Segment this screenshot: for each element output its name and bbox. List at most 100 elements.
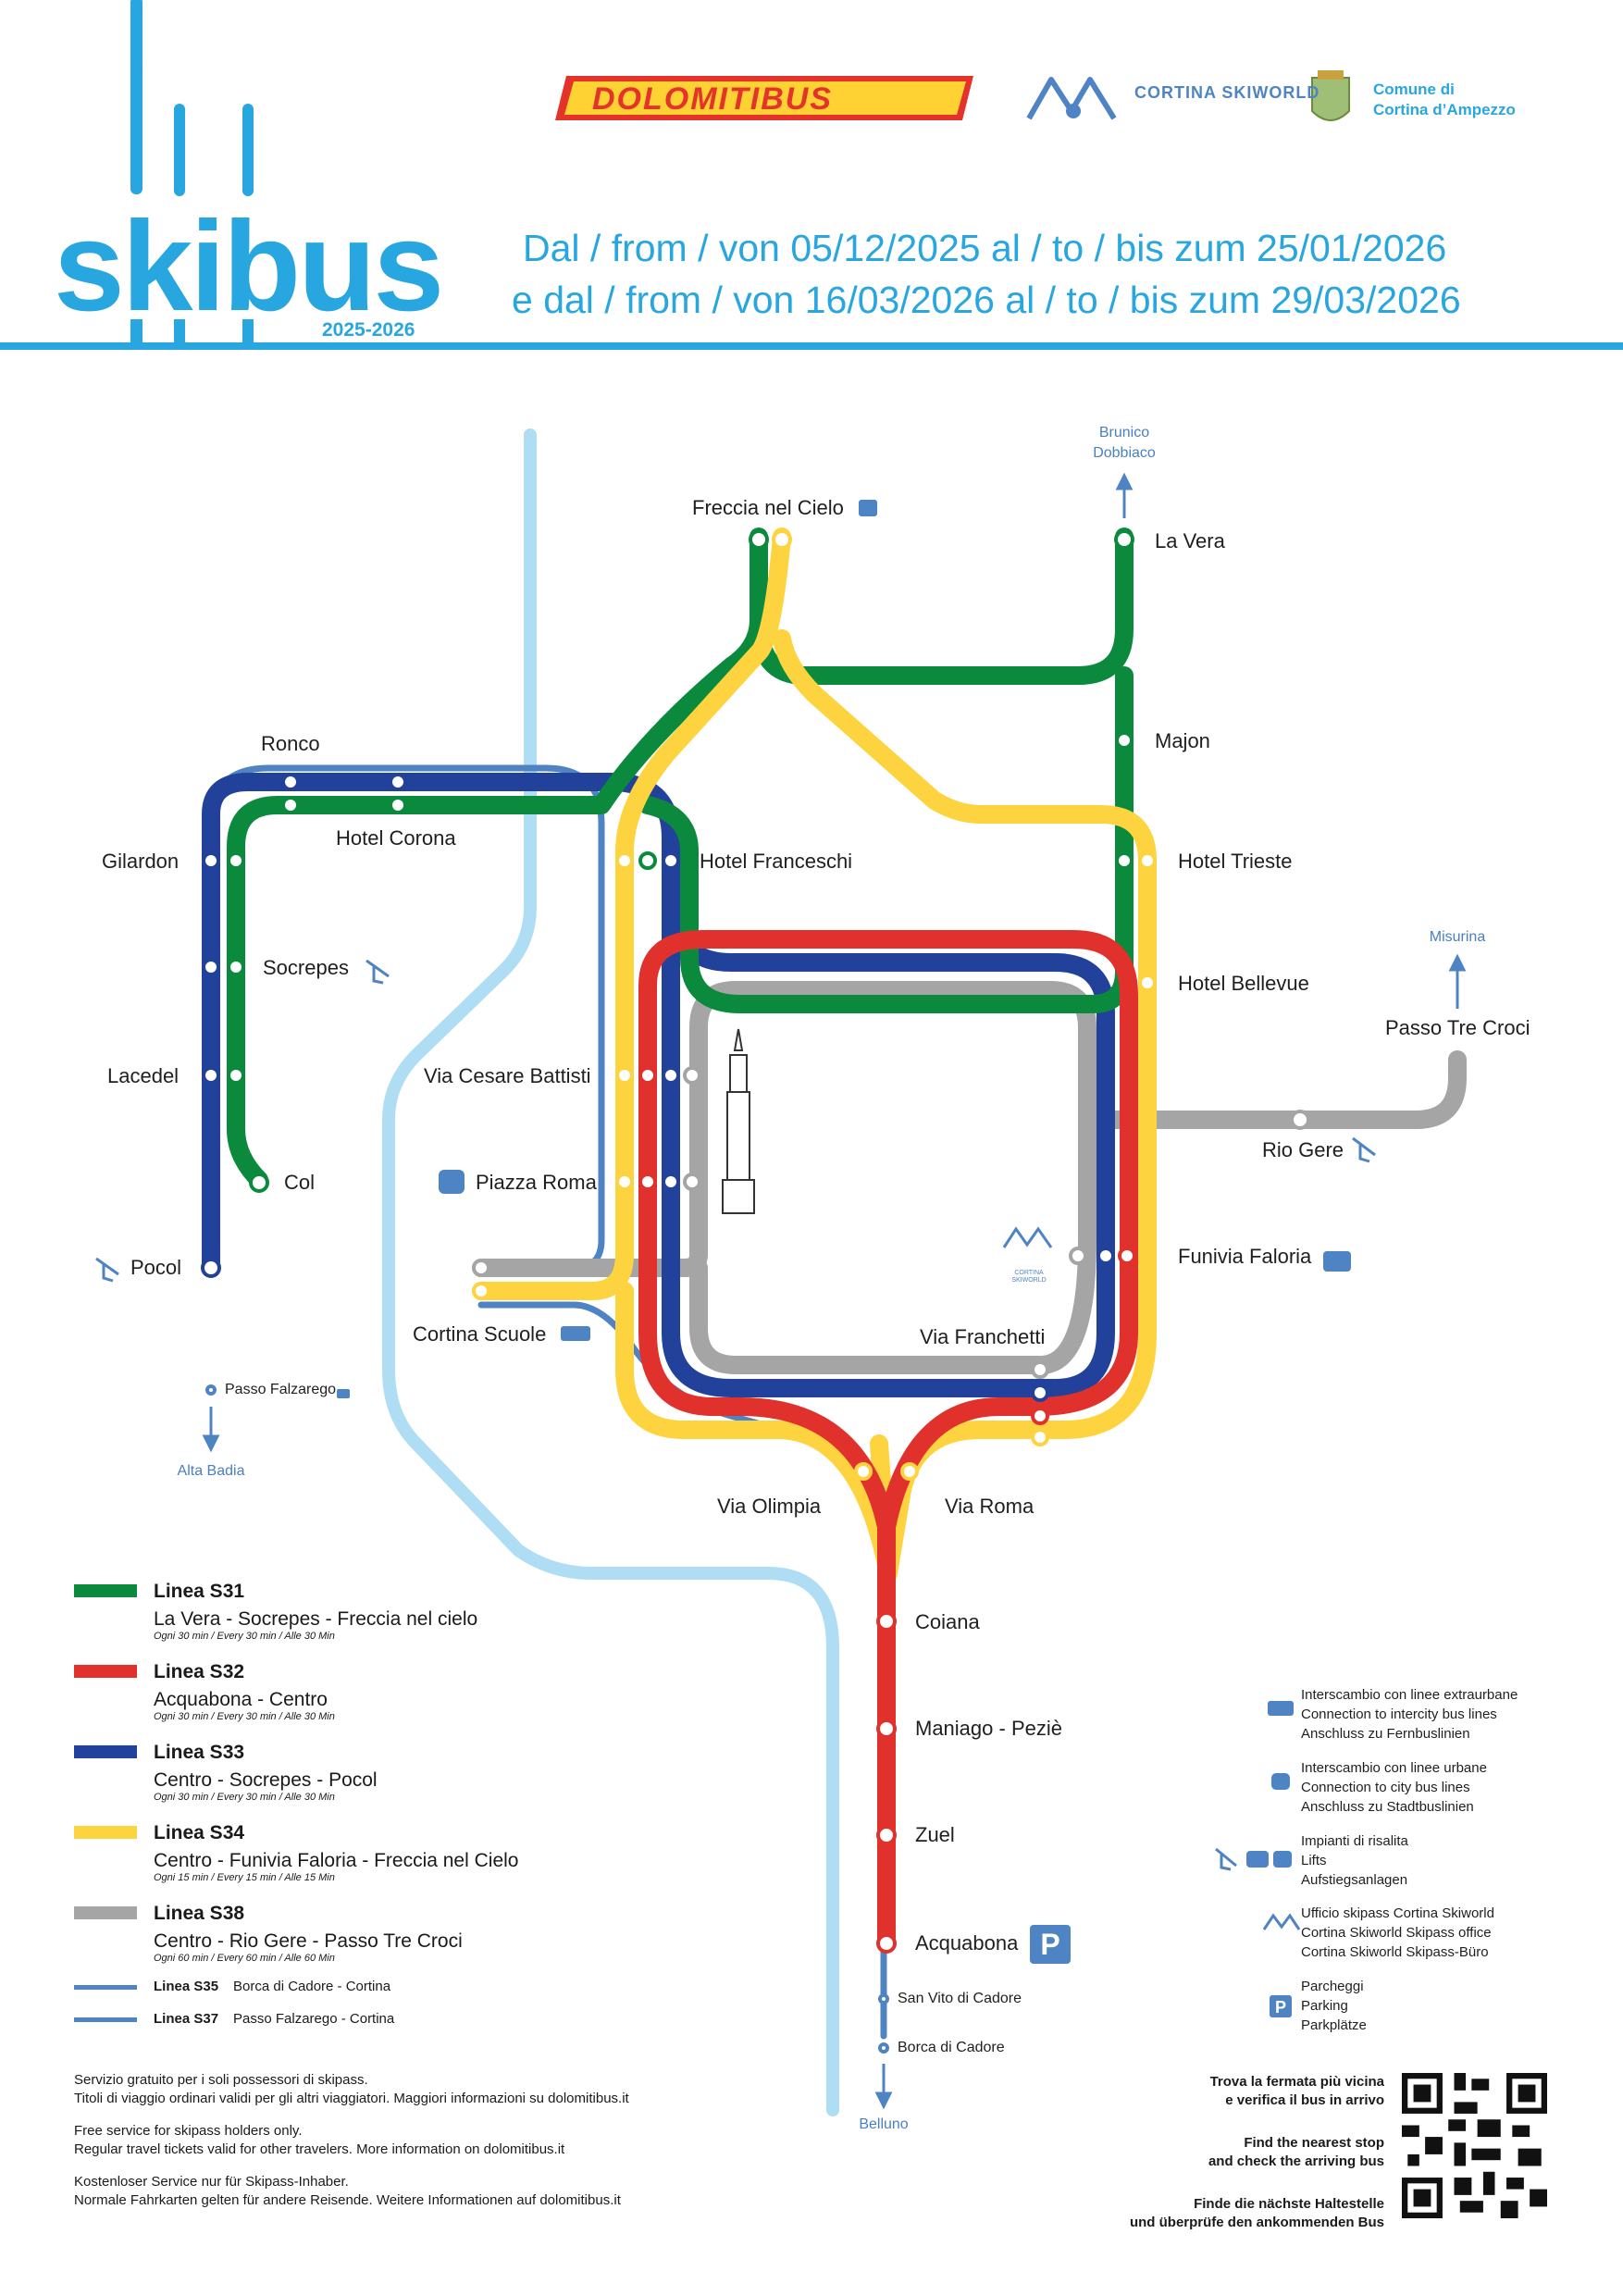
legend-line-name: Linea S33 — [154, 1742, 245, 1763]
stop-ronco[interactable]: Ronco — [261, 732, 320, 755]
chairlift-icon — [1215, 1847, 1237, 1871]
legend-thin-item: Linea S37 Passo Falzarego - Cortina — [74, 2011, 537, 2043]
direction-misurina: Misurina — [1429, 929, 1486, 945]
legend-thin-swatch — [74, 1985, 137, 1990]
legend-swatch — [74, 1906, 137, 1919]
legend-thin-name: Linea S35 — [154, 1979, 219, 1994]
direction-arrows — [202, 472, 1467, 2110]
stop-via-roma[interactable]: Via Roma — [945, 1495, 1035, 1518]
dolomitibus-wordmark: DOLOMITIBUS — [592, 81, 833, 117]
stop-lacedel[interactable]: Lacedel — [107, 1064, 180, 1087]
skiworld-office-icon — [1002, 1226, 1053, 1248]
header-graphics — [0, 0, 1623, 350]
stop-acquabona[interactable]: Acquabona — [915, 1931, 1019, 1955]
legend-thin-route: Passo Falzarego - Cortina — [233, 2011, 395, 2027]
comune-crest — [1311, 70, 1350, 121]
stop-san-vito[interactable]: San Vito di Cadore — [898, 1991, 1022, 2006]
stop-rio-gere[interactable]: Rio Gere — [1262, 1138, 1344, 1161]
cortina-skiworld-logo — [1026, 77, 1117, 120]
legend-swatch — [74, 1584, 137, 1597]
stop-freccia[interactable]: Freccia nel Cielo — [692, 496, 844, 519]
legend-line-freq: Ogni 30 min / Every 30 min / Alle 30 Min — [154, 1792, 335, 1803]
stop-la-vera[interactable]: La Vera — [1155, 529, 1225, 552]
legend-line-name: Linea S34 — [154, 1822, 245, 1843]
footer-notes: Servizio gratuito per i soli possessori … — [74, 2072, 629, 2208]
ski-lift-icon — [95, 959, 1376, 1283]
gondola-icon — [1246, 1851, 1269, 1868]
stop-hotel-trieste[interactable]: Hotel Trieste — [1178, 850, 1293, 873]
legend-swatch — [74, 1826, 137, 1839]
stop-via-olimpia[interactable]: Via Olimpia — [717, 1495, 822, 1518]
legend-line-route: Centro - Socrepes - Pocol — [154, 1769, 378, 1791]
legend-line-name: Linea S32 — [154, 1661, 245, 1682]
bell-tower-icon — [722, 1028, 755, 1214]
stop-hotel-bellevue[interactable]: Hotel Bellevue — [1178, 972, 1309, 995]
legend-thin-name: Linea S37 — [154, 2011, 219, 2027]
stop-maniago[interactable]: Maniago - Peziè — [915, 1717, 1062, 1740]
parking-letter: P — [1040, 1928, 1060, 1961]
stop-via-cesare-battisti[interactable]: Via Cesare Battisti — [424, 1064, 591, 1087]
bus-icon — [337, 1170, 590, 1398]
stop-via-franchetti[interactable]: Via Franchetti — [920, 1325, 1046, 1348]
legend-line-route: Acquabona - Centro — [154, 1689, 328, 1710]
stop-col[interactable]: Col — [284, 1171, 316, 1194]
stop-coiana[interactable]: Coiana — [915, 1610, 980, 1633]
parking-key-icon — [1270, 1995, 1292, 2017]
direction-belluno: Belluno — [859, 2116, 909, 2132]
header-divider — [0, 342, 1623, 350]
stop-hotel-corona[interactable]: Hotel Corona — [336, 826, 456, 850]
key-icons: P — [1215, 1701, 1301, 2017]
stop-hotel-franceschi[interactable]: Hotel Franceschi — [700, 850, 853, 873]
stop-borca[interactable]: Borca di Cadore — [898, 2040, 1005, 2055]
legend-thin-swatch — [74, 2017, 137, 2022]
stop-piazza-roma[interactable]: Piazza Roma — [476, 1171, 597, 1194]
skiworld-key-icon — [1262, 1913, 1301, 1930]
city-bus-icon — [1271, 1773, 1290, 1790]
legend-line-route: La Vera - Socrepes - Freccia nel cielo — [154, 1608, 478, 1630]
skibus-logo-bars — [130, 0, 254, 343]
dolomitibus-logo — [555, 76, 973, 120]
legend-line-freq: Ogni 30 min / Every 30 min / Alle 30 Min — [154, 1711, 335, 1722]
stop-gilardon[interactable]: Gilardon — [102, 850, 180, 873]
intercity-bus-icon — [1268, 1701, 1294, 1716]
legend-line-freq: Ogni 30 min / Every 30 min / Alle 30 Min — [154, 1631, 335, 1642]
stop-passo-tre-croci[interactable]: Passo Tre Croci — [1385, 1016, 1530, 1039]
legend-line-route: Centro - Funivia Faloria - Freccia nel C… — [154, 1850, 519, 1871]
skiworld-badge: CORTINA SKIWORLD — [1011, 1270, 1047, 1284]
stop-funivia-faloria[interactable]: Funivia Faloria — [1178, 1245, 1312, 1268]
cortina-skiworld-wordmark: CORTINA SKIWORLD — [1134, 83, 1320, 102]
parking-key-letter: P — [1275, 1998, 1286, 2017]
direction-alta-badia: Alta Badia — [177, 1463, 245, 1479]
stop-passo-falzarego[interactable]: Passo Falzarego — [225, 1382, 337, 1397]
line-s33 — [202, 773, 1115, 1397]
legend-swatch — [74, 1665, 137, 1678]
stop-cortina-scuole[interactable]: Cortina Scuole — [413, 1322, 547, 1346]
legend-line-route: Centro - Rio Gere - Passo Tre Croci — [154, 1930, 463, 1952]
stop-zuel[interactable]: Zuel — [915, 1823, 955, 1846]
line-light-blue — [382, 428, 839, 2116]
line-s32 — [638, 930, 1138, 1953]
qr-code[interactable] — [1402, 2073, 1547, 2218]
comune-label: Comune di Cortina d’Ampezzo — [1373, 81, 1516, 118]
legend-line-freq: Ogni 60 min / Every 60 min / Alle 60 Min — [154, 1953, 335, 1964]
legend-swatch — [74, 1745, 137, 1758]
stop-majon[interactable]: Majon — [1155, 729, 1210, 752]
direction-brunico: Brunico Dobbiaco — [1093, 425, 1156, 461]
parking-icon — [1030, 1925, 1071, 1964]
stop-socrepes[interactable]: Socrepes — [263, 956, 349, 979]
stop-pocol[interactable]: Pocol — [130, 1256, 182, 1279]
date-range-1: Dal / from / von 05/12/2025 al / to / bi… — [523, 227, 1447, 269]
